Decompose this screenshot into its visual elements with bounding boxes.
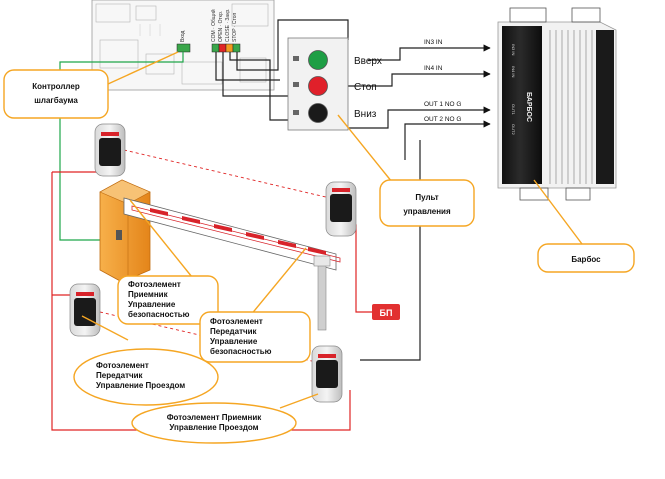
barbos-side-out1: OUT1 <box>511 104 516 115</box>
callout-transmitter-safety-line4: безопасностью <box>210 347 272 356</box>
terminal-label-com: COM · Общий <box>210 9 217 42</box>
callout-transmitter-safety: Фотоэлемент Передатчик Управление безопа… <box>199 311 311 363</box>
wire-barbos-out1 <box>330 106 491 129</box>
barbos-front-panel <box>502 26 542 184</box>
callout-receiver-safety-line2: Приемник <box>128 290 169 299</box>
callout-receiver-safety: Фотоэлемент Приемник Управление безопасн… <box>117 275 219 325</box>
wire-controller-barrier <box>59 52 184 241</box>
wire-barbos-in3 <box>368 44 491 61</box>
barrier-unit <box>99 179 341 331</box>
terminal-label-stop: STOP · Стоп <box>232 12 238 42</box>
callout-receiver-safety-line4: безопасностью <box>128 310 190 319</box>
callout-receiver-pass: Фотоэлемент Приемник Управление Проездом <box>131 402 297 444</box>
photocell-bottom-left <box>69 283 101 337</box>
barbos-output-out1: OUT 1 NO G <box>424 101 461 108</box>
barbos-output-out2: OUT 2 NO G <box>424 116 461 123</box>
barbos-fins <box>549 30 593 184</box>
controller-input-terminal <box>176 43 191 53</box>
callout-controller-line1: Контроллер <box>32 82 80 91</box>
barrier-boom <box>123 197 337 271</box>
wire-barbos-photocell <box>360 140 421 361</box>
controller-board: Вход COM · Общий OPEN · Откр. CLOSE · За… <box>91 0 275 91</box>
callout-barbos-text: Барбос <box>571 255 601 264</box>
terminal-label-close: CLOSE · Закр. <box>225 8 231 42</box>
wire-remote-close <box>229 52 290 121</box>
power-supply-label: БП <box>380 308 393 318</box>
callout-transmitter-pass-line1: Фотоэлемент <box>96 361 149 370</box>
callout-transmitter-safety-line1: Фотоэлемент <box>210 317 263 326</box>
wire-barbos-out2 <box>404 120 491 160</box>
callout-receiver-safety-line1: Фотоэлемент <box>128 280 181 289</box>
barbos-side-out2: OUT2 <box>511 124 516 135</box>
callout-transmitter-pass: Фотоэлемент Передатчик Управление Проезд… <box>73 348 219 406</box>
callout-transmitter-safety-line2: Передатчик <box>210 327 258 336</box>
callout-receiver-pass-line1: Фотоэлемент Приемник <box>167 413 263 422</box>
power-supply-badge: БП <box>372 304 400 320</box>
controller-command-terminal <box>211 43 241 53</box>
up-button[interactable] <box>308 50 328 70</box>
wire-remote-com <box>215 52 280 81</box>
wire-barbos-in4 <box>340 70 491 87</box>
stop-button-label: Стоп <box>354 82 377 93</box>
barbos-brand: БАРБОС <box>525 92 532 122</box>
callout-remote: Пульт управления <box>379 179 475 227</box>
callout-transmitter-pass-line2: Передатчик <box>96 371 144 380</box>
callout-remote-line1: Пульт <box>415 193 438 202</box>
beam-safety-top <box>123 149 331 199</box>
callout-lines <box>81 51 583 409</box>
remote-control: Вверх Стоп Вниз <box>287 37 382 131</box>
callout-receiver-safety-line3: Управление <box>128 300 176 309</box>
wire-remote-stop <box>236 19 349 71</box>
barbos-side-in4: IN4 IN <box>511 66 516 77</box>
barbos-module: БАРБОС IN3 IN IN4 IN OUT1 OUT2 IN3 IN IN… <box>424 7 617 201</box>
down-button[interactable] <box>308 103 328 123</box>
controller-input-label: Вход <box>180 31 186 42</box>
barbos-input-in4: IN4 IN <box>424 65 443 72</box>
photocell-top-left <box>94 123 126 177</box>
barbos-side-in3: IN3 IN <box>511 44 516 55</box>
callout-transmitter-pass-line3: Управление Проездом <box>96 381 185 390</box>
wire-bp-link <box>355 254 372 313</box>
barbos-input-in3: IN3 IN <box>424 39 443 46</box>
terminal-label-open: OPEN · Откр. <box>218 11 224 42</box>
callout-remote-line2: управления <box>403 207 451 216</box>
up-button-label: Вверх <box>354 56 382 67</box>
callout-controller-line2: шлагбаума <box>34 96 78 105</box>
down-button-label: Вниз <box>354 109 377 120</box>
boom-stripes <box>150 208 326 255</box>
photocell-bottom-right <box>311 345 343 403</box>
wire-remote-open <box>222 52 300 97</box>
photocell-top-right <box>325 181 357 237</box>
callout-receiver-pass-line2: Управление Проездом <box>169 423 258 432</box>
callout-transmitter-safety-line3: Управление <box>210 337 258 346</box>
callout-barbos: Барбос <box>537 243 635 273</box>
callout-controller: Контроллер шлагбаума <box>3 69 109 119</box>
stop-button[interactable] <box>308 76 328 96</box>
